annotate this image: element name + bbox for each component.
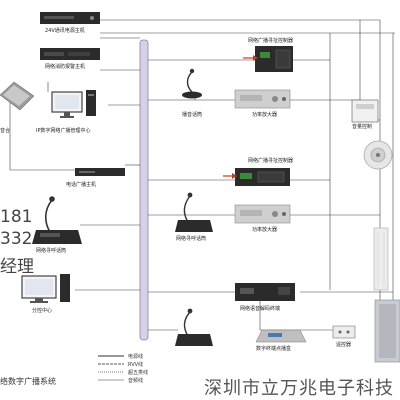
label-paging-mic-2: 网络寻呼话筒 [176, 236, 207, 242]
power-amp-1-device [234, 89, 291, 109]
label-branch-center: 分控中心 [32, 308, 53, 314]
decoder-terminal-device [235, 283, 295, 301]
ip-center-computer [51, 90, 96, 118]
paging-mic-1-device [32, 196, 82, 244]
digital-player-device [255, 329, 307, 343]
legend-rvv-line: RVV线 [128, 362, 144, 368]
label-fire-alarm-host: 网络消防报警主机 [45, 64, 86, 70]
label-power-supply-host: 24V通讯电源主机 [45, 28, 85, 34]
system-title: 络数字广播系统 [0, 377, 56, 386]
label-broadcast-mic: 播音话筒 [182, 112, 203, 118]
partial-title: 经理 [0, 257, 34, 277]
ceiling-speaker-device [363, 140, 393, 170]
telephone-host-device [75, 168, 125, 176]
label-decoder-terminal: 网络语音解码终端 [240, 306, 281, 312]
label-zone-controller-2: 网络广播寻址控制器 [248, 158, 294, 164]
legend-lines [98, 355, 124, 381]
broadcast-mic-device [182, 68, 202, 99]
label-power-amp-1: 功率放大器 [252, 112, 278, 118]
column-speaker-device [373, 227, 389, 291]
partial-phone-1: 181 [0, 207, 33, 227]
branch-center-computer [21, 274, 70, 303]
volume-control-device [351, 99, 379, 123]
network-backbone [139, 39, 149, 341]
label-ip-center: IP数字网络广播管理中心 [36, 128, 91, 134]
mixer-console-device [0, 81, 35, 111]
label-digital-player: 数字终端点播盒 [256, 346, 292, 352]
legend-power-line: 电源线 [128, 354, 144, 360]
paging-mic-2-device [175, 192, 213, 232]
remote-control-device [332, 325, 356, 339]
legend-audio-line: 音频线 [128, 378, 144, 384]
label-paging-mic-1: 网络寻呼话筒 [36, 248, 67, 254]
label-partial-hint: 音合 [0, 128, 11, 134]
label-remote-control: 遥控器 [336, 342, 352, 348]
zone-controller-1-device [243, 46, 293, 72]
fire-alarm-host-device [40, 48, 100, 60]
power-amp-2-device [234, 204, 291, 224]
legend-cat5e-line: 超五类线 [128, 370, 149, 376]
power-supply-host-device [40, 12, 100, 24]
company-watermark: 深圳市立万兆电子科技 [204, 378, 394, 399]
label-volume-control: 音量控制 [352, 124, 373, 130]
cabinet-speaker-device [374, 299, 400, 363]
paging-mic-3-device [175, 308, 213, 346]
zone-controller-2-device [223, 168, 290, 186]
partial-phone-2: 332 [0, 229, 33, 249]
label-power-amp-2: 功率放大器 [252, 227, 278, 233]
label-zone-controller-1: 网络广播寻址控制器 [248, 38, 294, 44]
label-telephone-host: 电话广播主机 [66, 182, 97, 188]
